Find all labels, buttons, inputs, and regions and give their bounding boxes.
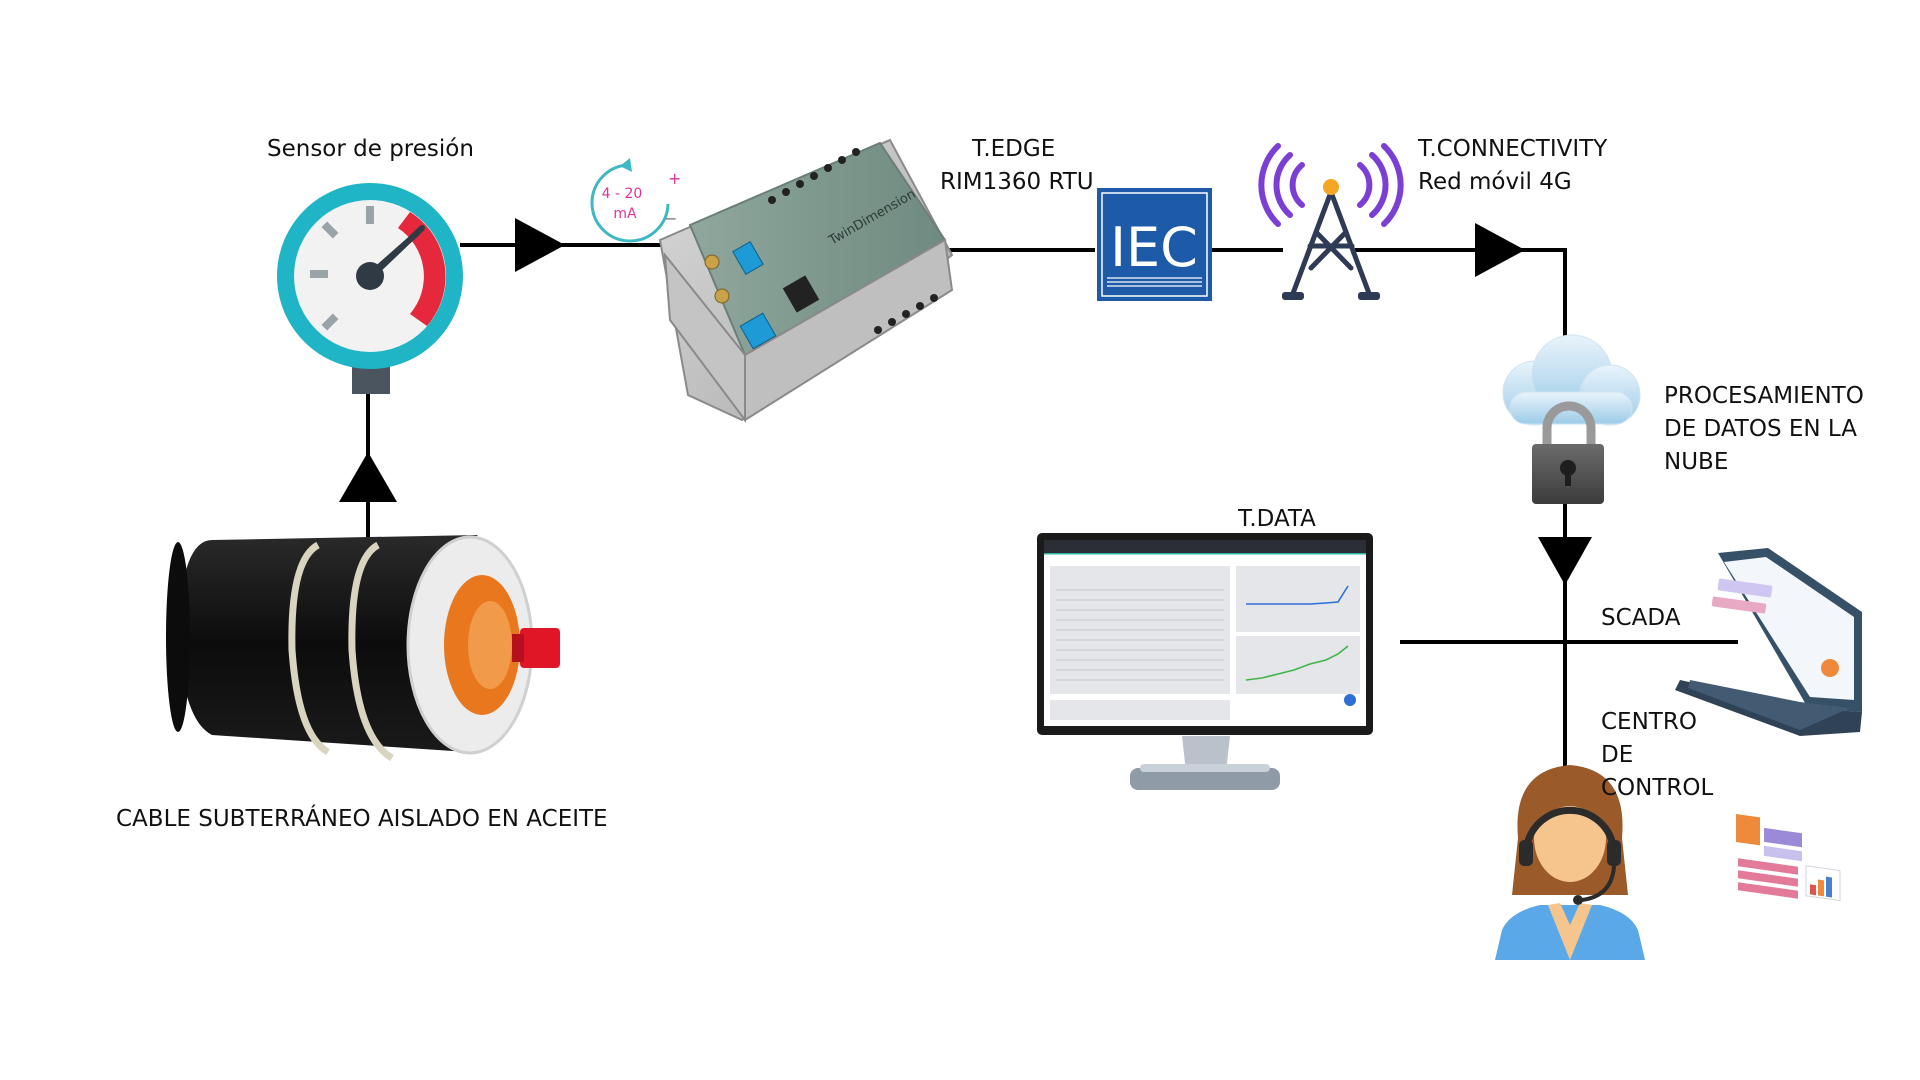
iec-logo-icon: IEC (1097, 188, 1212, 301)
arrow-right-to-cloud (1475, 223, 1525, 277)
signal-4-20ma-icon: 4 - 20 mA + − (590, 158, 681, 243)
rtu-device-icon: TwinDimension (658, 138, 954, 423)
cloud-label-line2: DE DATOS EN LA (1664, 416, 1857, 442)
arrow-down-to-scada (1538, 537, 1592, 585)
cloud-lock-icon (1502, 334, 1641, 504)
cloud-label-line3: NUBE (1664, 449, 1729, 475)
arrows (339, 218, 1592, 585)
scada-label: SCADA (1601, 605, 1681, 631)
signal-minus: − (664, 209, 677, 228)
data-label: T.DATA (1238, 506, 1316, 532)
sensor-label: Sensor de presión (267, 136, 474, 162)
operator-icon (1495, 765, 1645, 960)
pressure-gauge-icon (277, 183, 463, 394)
control-label-line3: CONTROL (1601, 775, 1714, 801)
oil-cable-icon (166, 535, 560, 762)
edge-label-line2: RIM1360 RTU (940, 169, 1094, 195)
arrow-up-to-sensor (339, 452, 397, 502)
control-label-line1: CENTRO (1601, 709, 1697, 735)
edge-label-line1: T.EDGE (972, 136, 1056, 162)
signal-unit: mA (613, 206, 637, 222)
control-label-line2: DE (1601, 742, 1634, 768)
cloud-label-line1: PROCESAMIENTO (1664, 383, 1864, 409)
arrow-right-to-rtu (515, 218, 565, 272)
scada-laptop-icon (1675, 548, 1862, 902)
cable-label: CABLE SUBTERRÁNEO AISLADO EN ACEITE (116, 806, 608, 832)
signal-plus: + (668, 169, 681, 188)
data-monitor-icon (1037, 533, 1373, 790)
connectivity-label-line1: T.CONNECTIVITY (1418, 136, 1608, 162)
antenna-tower-icon (1258, 143, 1404, 300)
signal-range: 4 - 20 (602, 186, 643, 202)
iec-logo-text: IEC (1110, 216, 1198, 279)
connectivity-label-line2: Red móvil 4G (1418, 169, 1572, 195)
